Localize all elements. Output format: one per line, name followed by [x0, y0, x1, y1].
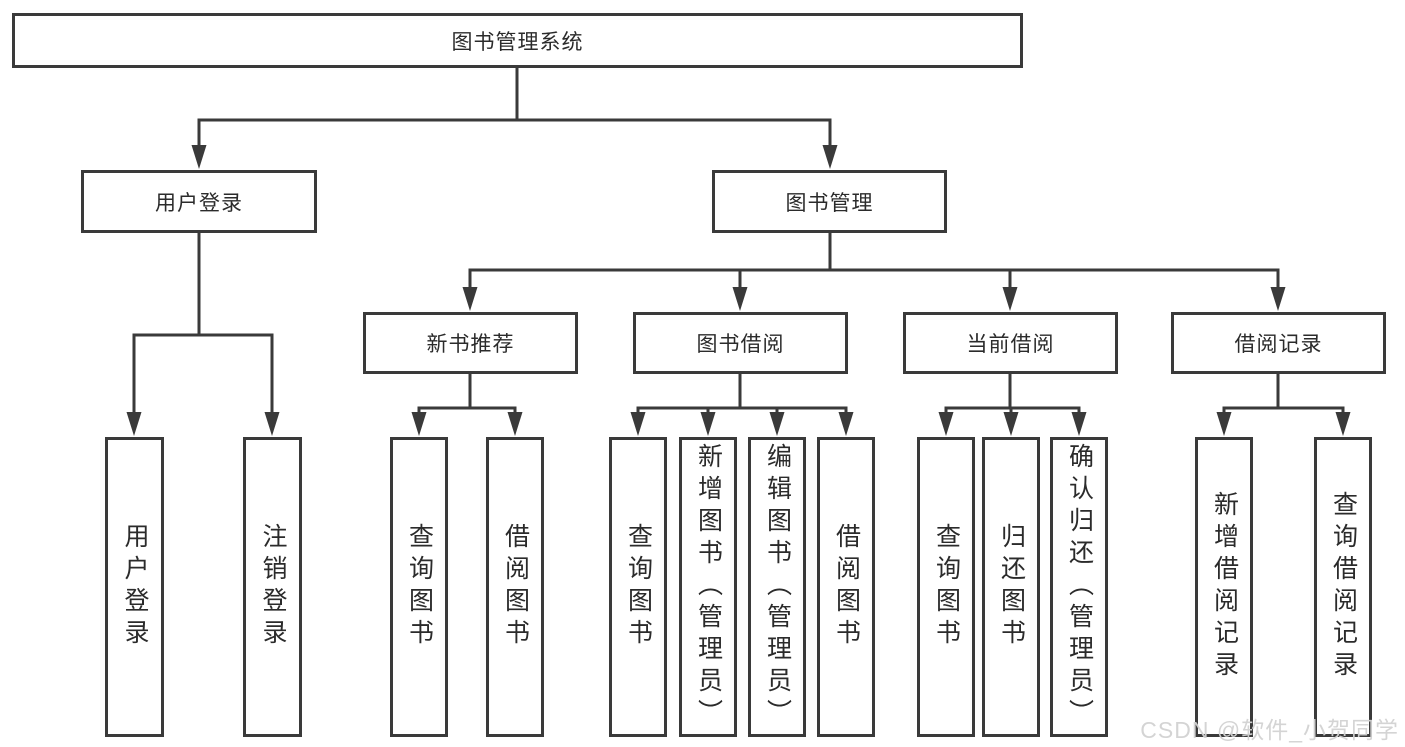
- leaf-return-books-label: 归还图书: [997, 523, 1026, 651]
- leaf-add-borrow-record: 新增借阅记录: [1195, 437, 1253, 737]
- node-new-book-recommend: 新书推荐: [363, 312, 578, 374]
- connector-root: [197, 68, 832, 146]
- leaf-logout-label: 注销登录: [259, 523, 287, 651]
- leaf-query-books-borrow: 查询图书: [609, 437, 667, 737]
- node-borrow-records: 借阅记录: [1171, 312, 1386, 374]
- connector-book-borrow: [636, 374, 848, 414]
- leaf-edit-book-admin: 编辑图书（管理员）: [748, 437, 806, 737]
- leaf-query-books-current: 查询图书: [917, 437, 975, 737]
- node-root-label: 图书管理系统: [451, 30, 584, 54]
- node-book-management: 图书管理: [712, 170, 947, 233]
- leaf-user-login-label: 用户登录: [121, 523, 149, 651]
- leaf-borrow-books-recommend: 借阅图书: [486, 437, 544, 737]
- leaf-query-borrow-record: 查询借阅记录: [1314, 437, 1372, 737]
- leaf-add-book-admin: 新增图书（管理员）: [679, 437, 737, 737]
- node-book-borrow: 图书借阅: [633, 312, 848, 374]
- connector-user-login: [132, 233, 274, 413]
- connector-current-borrow: [944, 374, 1081, 414]
- node-new-book-recommend-label: 新书推荐: [426, 333, 515, 356]
- leaf-add-borrow-record-label: 新增借阅记录: [1210, 491, 1239, 683]
- connector-book-management: [468, 233, 1280, 288]
- leaf-add-book-admin-label: 新增图书（管理员）: [694, 443, 723, 731]
- leaf-borrow-books: 借阅图书: [817, 437, 875, 737]
- node-current-borrow: 当前借阅: [903, 312, 1118, 374]
- leaf-borrow-books-recommend-label: 借阅图书: [501, 523, 530, 651]
- leaf-edit-book-admin-label: 编辑图书（管理员）: [763, 443, 792, 731]
- node-book-borrow-label: 图书借阅: [696, 333, 785, 356]
- node-borrow-records-label: 借阅记录: [1234, 333, 1323, 356]
- node-user-login: 用户登录: [81, 170, 317, 233]
- leaf-confirm-return-admin: 确认归还（管理员）: [1050, 437, 1108, 737]
- connector-new-book: [417, 374, 517, 414]
- watermark: CSDN @软件_小贺同学: [1140, 717, 1399, 743]
- leaf-query-books-current-label: 查询图书: [932, 523, 961, 651]
- leaf-query-books-recommend: 查询图书: [390, 437, 448, 737]
- leaf-return-books: 归还图书: [982, 437, 1040, 737]
- node-user-login-label: 用户登录: [155, 191, 243, 215]
- leaf-logout: 注销登录: [243, 437, 302, 737]
- connector-borrow-records: [1222, 374, 1345, 414]
- node-root: 图书管理系统: [12, 13, 1023, 68]
- leaf-query-books-recommend-label: 查询图书: [405, 523, 434, 651]
- leaf-confirm-return-admin-label: 确认归还（管理员）: [1065, 443, 1094, 731]
- leaf-borrow-books-label: 借阅图书: [832, 523, 861, 651]
- node-current-borrow-label: 当前借阅: [966, 333, 1055, 356]
- leaf-query-borrow-record-label: 查询借阅记录: [1329, 491, 1358, 683]
- node-book-management-label: 图书管理: [785, 191, 874, 215]
- leaf-user-login: 用户登录: [105, 437, 164, 737]
- leaf-query-books-borrow-label: 查询图书: [624, 523, 653, 651]
- arrowheads: [126, 145, 1351, 436]
